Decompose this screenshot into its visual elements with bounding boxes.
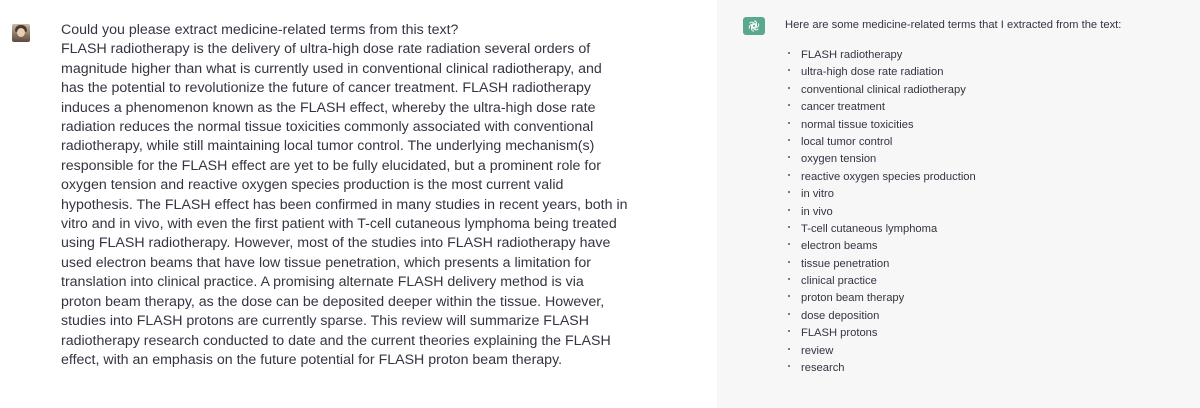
assistant-message-panel: Here are some medicine-related terms tha… xyxy=(717,0,1200,408)
list-item: local tumor control xyxy=(787,134,976,151)
user-message-line: radiotherapy, while still maintaining lo… xyxy=(61,138,595,155)
bullet-dot-icon xyxy=(788,260,790,263)
user-message-line: used electron beams that have low tissue… xyxy=(61,254,591,271)
user-message-line: proton beam therapy, as the dose can be … xyxy=(61,293,605,310)
list-item: reactive oxygen species production xyxy=(787,169,976,186)
term-label: T-cell cutaneous lymphoma xyxy=(801,222,938,235)
bullet-dot-icon xyxy=(788,156,790,159)
term-label: conventional clinical radiotherapy xyxy=(801,83,966,96)
term-label: FLASH protons xyxy=(801,327,878,340)
list-item: ultra-high dose rate radiation xyxy=(787,64,976,81)
user-message-line: induces a phenomenon known as the FLASH … xyxy=(61,99,596,116)
term-label: FLASH radiotherapy xyxy=(801,49,903,61)
term-label: research xyxy=(801,362,845,375)
user-message-line: using FLASH radiotherapy. However, most … xyxy=(61,235,611,252)
term-label: tissue penetration xyxy=(801,257,890,270)
term-label: dose deposition xyxy=(801,309,880,322)
user-message-text: Could you please extract medicine-relate… xyxy=(61,21,641,370)
assistant-intro-text: Here are some medicine-related terms tha… xyxy=(785,19,1122,31)
user-message-line: oxygen tension and reactive oxygen speci… xyxy=(61,177,564,194)
avatar-face-shape xyxy=(17,28,25,37)
term-label: review xyxy=(801,344,834,357)
list-item: cancer treatment xyxy=(787,99,976,116)
list-item: tissue penetration xyxy=(787,256,976,273)
user-message-line: hypothesis. The FLASH effect has been co… xyxy=(61,196,628,213)
list-item: FLASH radiotherapy xyxy=(787,47,976,64)
bullet-dot-icon xyxy=(788,173,790,176)
user-avatar xyxy=(12,24,30,42)
term-label: proton beam therapy xyxy=(801,292,905,305)
term-label: electron beams xyxy=(801,240,878,253)
term-label: normal tissue toxicities xyxy=(801,118,914,131)
user-message-line: Could you please extract medicine-relate… xyxy=(61,22,459,38)
user-message-line: radiation reduces the normal tissue toxi… xyxy=(61,119,594,136)
bullet-dot-icon xyxy=(788,86,790,89)
term-label: clinical practice xyxy=(801,275,877,288)
bullet-dot-icon xyxy=(788,312,790,315)
term-label: oxygen tension xyxy=(801,153,877,166)
user-message-line: vitro and in vivo, with even the first p… xyxy=(61,216,617,233)
list-item: dose deposition xyxy=(787,308,976,325)
list-item: research xyxy=(787,360,976,377)
user-message-line: translation into clinical practice. A pr… xyxy=(61,274,584,291)
term-label: in vivo xyxy=(801,205,833,218)
bullet-dot-icon xyxy=(788,365,790,368)
list-item: oxygen tension xyxy=(787,151,976,168)
list-item: review xyxy=(787,343,976,360)
user-message-line: studies into FLASH protons are currently… xyxy=(61,313,590,330)
user-message-line: radiotherapy research conducted to date … xyxy=(61,332,611,349)
bullet-dot-icon xyxy=(788,138,790,141)
list-item: T-cell cutaneous lymphoma xyxy=(787,221,976,238)
bullet-dot-icon xyxy=(788,225,790,228)
user-message-line: magnitude higher than what is currently … xyxy=(61,60,602,77)
list-item: normal tissue toxicities xyxy=(787,117,976,134)
list-item: proton beam therapy xyxy=(787,290,976,307)
term-label: reactive oxygen species production xyxy=(801,170,976,183)
list-item: clinical practice xyxy=(787,273,976,290)
chatgpt-logo-icon xyxy=(743,17,765,35)
term-label: cancer treatment xyxy=(801,101,885,114)
bullet-dot-icon xyxy=(788,278,790,281)
user-message-line: effect, with an emphasis on the future p… xyxy=(61,351,563,368)
openai-knot-icon xyxy=(748,20,760,32)
bullet-dot-icon xyxy=(788,69,790,72)
list-item: FLASH protons xyxy=(787,325,976,342)
list-item: in vivo xyxy=(787,204,976,221)
user-message-panel: Could you please extract medicine-relate… xyxy=(12,21,641,370)
extracted-terms-list: FLASH radiotherapy ultra-high dose rate r… xyxy=(787,47,976,377)
list-item: electron beams xyxy=(787,238,976,255)
term-label: local tumor control xyxy=(801,135,893,148)
list-item: conventional clinical radiotherapy xyxy=(787,82,976,99)
bullet-dot-icon xyxy=(788,104,790,107)
bullet-dot-icon xyxy=(788,295,790,298)
bullet-dot-icon xyxy=(788,347,790,350)
bullet-dot-icon xyxy=(788,191,790,194)
term-label: ultra-high dose rate radiation xyxy=(801,66,944,79)
bullet-dot-icon xyxy=(788,208,790,211)
bullet-dot-icon xyxy=(788,243,790,246)
bullet-dot-icon xyxy=(788,52,790,54)
bullet-dot-icon xyxy=(788,121,790,124)
bullet-dot-icon xyxy=(788,330,790,333)
list-item: in vitro xyxy=(787,186,976,203)
user-message-line: responsible for the FLASH effect are yet… xyxy=(61,157,601,174)
user-message-line: FLASH radiotherapy is the delivery of ul… xyxy=(61,41,591,58)
term-label: in vitro xyxy=(801,188,834,201)
user-message-line: has the potential to revolutionize the f… xyxy=(61,80,591,97)
